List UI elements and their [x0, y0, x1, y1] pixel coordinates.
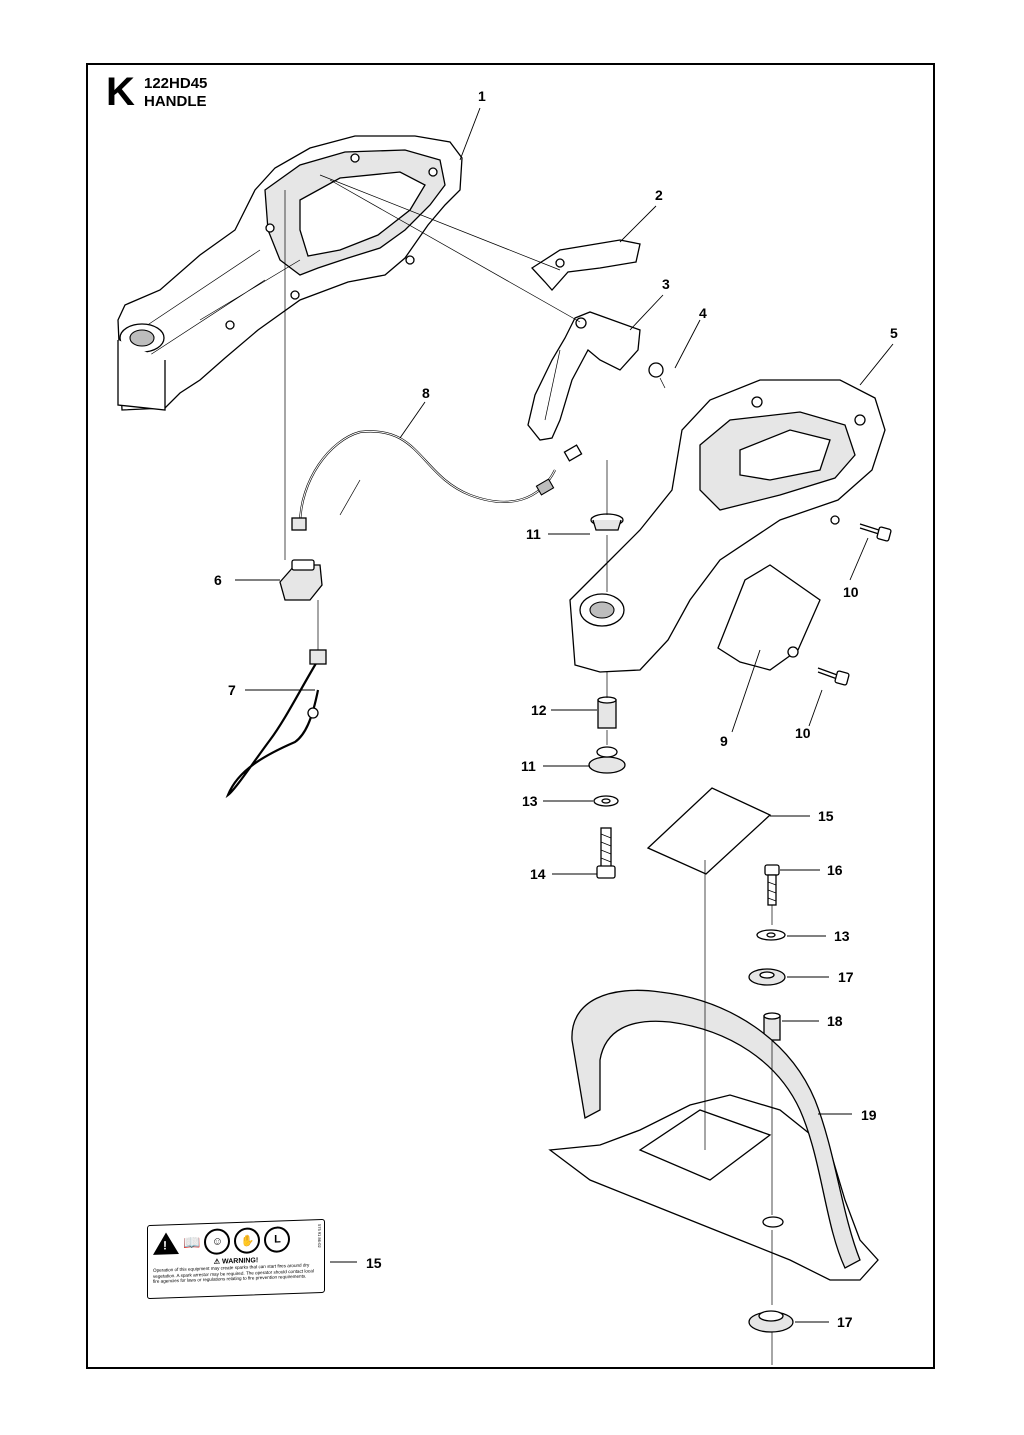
- callout-11-lower: 11: [521, 758, 536, 774]
- callout-labels: 1 2 3 4 5 8 11 6 10 10 9 7 12 11 13 15 1…: [214, 88, 898, 1330]
- callout-8: 8: [422, 385, 430, 401]
- part-10-screw-lower: [817, 667, 850, 686]
- callout-11-upper: 11: [526, 526, 541, 542]
- part-7-wiring-harness: [225, 649, 327, 799]
- callout-14: 14: [530, 866, 546, 882]
- callout-2: 2: [655, 187, 663, 203]
- callout-1: 1: [478, 88, 486, 104]
- callout-10-upper: 10: [843, 584, 859, 600]
- model-number: 122HD45: [144, 75, 208, 92]
- part-13-washer-upper: [593, 795, 619, 807]
- part-17-bushing-lower: [748, 1310, 794, 1333]
- callout-9: 9: [720, 733, 728, 749]
- part-10-screw-upper: [859, 523, 892, 542]
- part-5-handle-housing-right: [569, 379, 886, 673]
- assembly-lines: [284, 174, 773, 1365]
- boots-icon: L: [264, 1226, 291, 1254]
- part-8-throttle-cable: [291, 430, 583, 531]
- callout-13-right: 13: [834, 928, 850, 944]
- decal-icon-row: ! 📖 ☺ ✋ L: [153, 1223, 319, 1259]
- callout-15-lower: 15: [366, 1255, 382, 1271]
- section-title: HANDLE: [144, 93, 207, 110]
- part-11-damper-lower: [588, 746, 626, 774]
- callout-18: 18: [827, 1013, 843, 1029]
- callout-10-lower: 10: [795, 725, 811, 741]
- callout-17-lower: 17: [837, 1314, 853, 1330]
- part-3-throttle-trigger: [527, 311, 641, 441]
- decal-part-code: 575 91 86-02: [317, 1223, 322, 1248]
- part-12-spacer: [597, 696, 617, 729]
- part-6-stop-switch: [279, 559, 323, 601]
- gloves-icon: ✋: [234, 1227, 261, 1255]
- section-letter: K: [106, 70, 135, 114]
- callout-12: 12: [531, 702, 547, 718]
- part-9-cover: [717, 564, 821, 671]
- callout-16: 16: [827, 862, 843, 878]
- callout-17-upper: 17: [838, 969, 854, 985]
- callout-5: 5: [890, 325, 898, 341]
- callout-6: 6: [214, 572, 222, 588]
- warning-decal: ! 📖 ☺ ✋ L ⚠ WARNING! Operation of this e…: [147, 1218, 325, 1300]
- callout-13-left: 13: [522, 793, 538, 809]
- callout-19: 19: [861, 1107, 877, 1123]
- callout-7: 7: [228, 682, 236, 698]
- part-11-damper-upper: [590, 513, 624, 531]
- warning-triangle-icon: !: [153, 1231, 179, 1255]
- leader-lines: [235, 107, 894, 1323]
- part-14-bolt: [596, 827, 616, 879]
- callout-3: 3: [662, 276, 670, 292]
- part-16-screw: [764, 864, 780, 906]
- part-15-decal-outline: [646, 787, 772, 875]
- part-4-spring: [648, 362, 666, 389]
- part-13-washer-lower: [756, 929, 786, 941]
- manual-book-icon: 📖: [183, 1233, 201, 1251]
- part-1-handle-housing-left: [117, 135, 463, 411]
- part-17-bushing-upper: [748, 968, 786, 986]
- part-2-throttle-lockout: [530, 239, 641, 291]
- face-protection-icon: ☺: [204, 1228, 231, 1256]
- callout-4: 4: [699, 305, 707, 321]
- callout-15-upper: 15: [818, 808, 834, 824]
- part-19-front-handle: [548, 989, 879, 1281]
- drawing-frame: [86, 63, 935, 1369]
